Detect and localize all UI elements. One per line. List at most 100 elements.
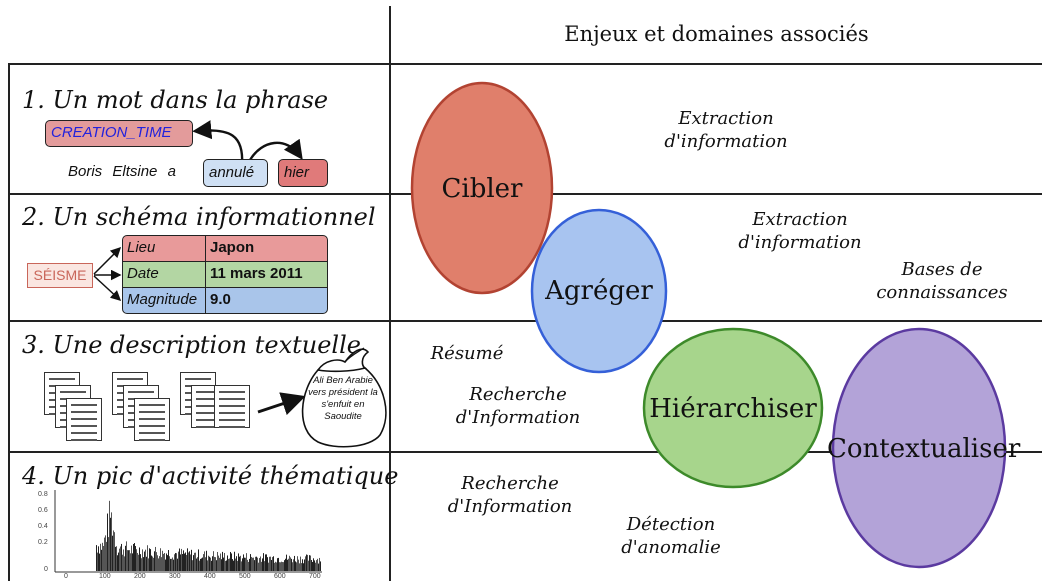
histogram-bar <box>124 556 125 571</box>
circle-contextualiser <box>831 327 1007 569</box>
histogram-bar <box>159 556 160 571</box>
histogram-bar <box>299 563 300 571</box>
histogram-bar <box>275 561 276 571</box>
histogram-bar <box>237 560 238 571</box>
histogram-bar <box>189 551 190 571</box>
histogram-bar <box>271 559 272 571</box>
row-title-3: 3. Une description textuelle <box>22 331 361 359</box>
histogram-bar <box>257 557 258 571</box>
histogram-bar <box>254 560 255 571</box>
circle-agreger <box>530 208 668 374</box>
row-title-1: 1. Un mot dans la phrase <box>22 86 329 114</box>
histogram-bar <box>154 551 155 571</box>
histogram-bar <box>125 545 126 571</box>
histogram-bar <box>152 556 153 571</box>
histogram-bar <box>145 549 146 571</box>
histogram-bar <box>130 553 131 571</box>
domain-recherche-1: Recherche d'Information <box>438 383 598 429</box>
histogram-bar <box>115 546 116 571</box>
circle-hierarchiser <box>642 327 824 489</box>
sentence-word-2: Eltsine <box>112 163 158 180</box>
histogram-bar <box>116 546 117 571</box>
histogram-bar <box>227 555 228 571</box>
histogram-bar <box>121 543 122 571</box>
histogram-bar <box>242 558 243 571</box>
histogram-bar <box>101 549 102 571</box>
histogram-bar <box>311 559 312 571</box>
histogram-bar <box>228 558 229 571</box>
grid-header-divider <box>8 63 1042 65</box>
histogram-bar <box>251 556 252 571</box>
histogram-bar <box>158 558 159 571</box>
histogram-bar <box>262 558 263 571</box>
domain-recherche-2: Recherche d'Information <box>430 472 590 518</box>
histogram-bar <box>177 558 178 571</box>
histogram-bar <box>215 557 216 571</box>
domain-extraction-1: Extraction d'information <box>646 107 806 153</box>
grid-vertical-divider <box>389 6 391 581</box>
histogram-bar <box>243 554 244 571</box>
histogram-bar <box>235 558 236 571</box>
histogram-bar <box>137 552 138 571</box>
sentence-words: Boris Eltsine a <box>68 163 176 180</box>
header-title: Enjeux et domaines associés <box>564 22 869 46</box>
histogram-bar <box>129 550 130 571</box>
histogram-bar <box>258 562 259 571</box>
histogram-x-tick: 0 <box>64 573 68 580</box>
histogram-bar <box>270 556 271 571</box>
histogram-bar <box>305 556 306 571</box>
row-title-4: 4. Un pic d'activité thématique <box>22 462 399 490</box>
histogram-bar <box>283 562 284 571</box>
schema-field-label-magnitude: Magnitude <box>122 287 206 314</box>
activity-histogram <box>54 490 322 573</box>
histogram-bar <box>219 557 220 571</box>
time-word-box: hier <box>278 159 328 187</box>
circle-label-hierarchiser: Hiérarchiser <box>649 394 817 424</box>
histogram-bar <box>241 561 242 571</box>
histogram-bar <box>293 559 294 571</box>
histogram-bar <box>248 561 249 571</box>
histogram-bar <box>102 542 103 571</box>
histogram-bar <box>178 551 179 571</box>
histogram-bar <box>214 556 215 571</box>
histogram-bar <box>107 513 108 571</box>
histogram-bar <box>190 554 191 571</box>
histogram-bar <box>162 550 163 571</box>
histogram-bar <box>264 561 265 571</box>
histogram-bar <box>278 557 279 571</box>
schema-field-value-date: 11 mars 2011 <box>205 261 328 288</box>
domain-detection: Détection d'anomalie <box>596 513 746 559</box>
histogram-bar <box>312 561 313 571</box>
circle-label-cibler: Cibler <box>441 174 523 204</box>
histogram-bar <box>117 555 118 571</box>
histogram-bar <box>147 545 148 571</box>
histogram-bar <box>318 563 319 571</box>
histogram-bar <box>108 537 109 571</box>
histogram-bar <box>304 559 305 571</box>
histogram-bar <box>113 530 114 571</box>
histogram-y-tick: 0.2 <box>38 539 48 546</box>
histogram-bar <box>255 556 256 571</box>
histogram-x-tick: 300 <box>169 573 181 580</box>
domain-line: Détection <box>626 514 716 535</box>
histogram-bar <box>139 547 140 571</box>
histogram-bar <box>222 551 223 571</box>
histogram-bar <box>303 563 304 571</box>
histogram-bar <box>230 551 231 571</box>
histogram-bar <box>114 532 115 571</box>
histogram-x-tick: 100 <box>99 573 111 580</box>
histogram-bar <box>259 558 260 571</box>
histogram-bar <box>211 560 212 571</box>
histogram-bar <box>261 561 262 571</box>
histogram-bar <box>144 551 145 571</box>
histogram-bar <box>146 556 147 571</box>
histogram-bar <box>166 553 167 571</box>
histogram-bar <box>263 553 264 571</box>
circle-label-contextualiser: Contextualiser <box>827 434 1021 464</box>
document-icon <box>66 398 102 441</box>
histogram-bar <box>221 559 222 571</box>
histogram-bar <box>240 555 241 571</box>
histogram-bar <box>313 558 314 571</box>
histogram-bar <box>315 562 316 571</box>
histogram-bar <box>245 557 246 571</box>
